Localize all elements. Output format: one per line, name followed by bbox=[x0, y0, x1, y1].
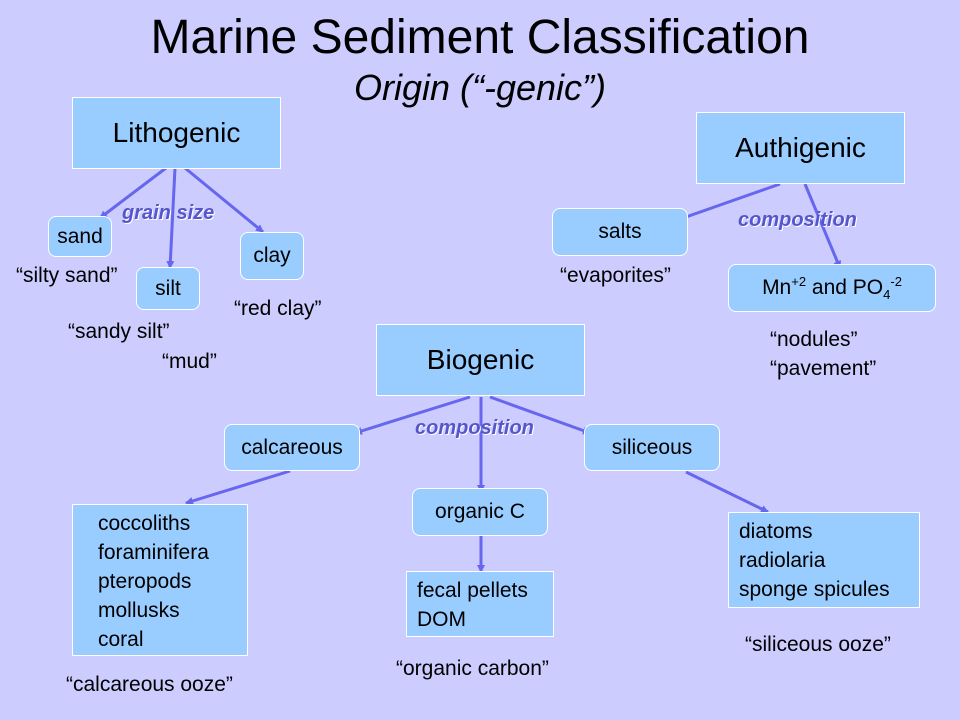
slide-title: Marine Sediment Classification bbox=[150, 11, 810, 64]
sand-box: sand bbox=[48, 216, 112, 257]
list-item: diatoms bbox=[739, 520, 813, 543]
silty-sand-note: “silty sand” bbox=[16, 264, 118, 287]
siliceous-box: siliceous bbox=[584, 424, 720, 471]
slide-subtitle: Origin (“-genic”) bbox=[353, 67, 607, 108]
list-item: DOM bbox=[417, 608, 466, 631]
arrow-sil-list bbox=[685, 470, 769, 514]
organic-list: fecal pellets DOM bbox=[406, 571, 554, 637]
biogenic-box: Biogenic bbox=[376, 324, 585, 396]
clay-box: clay bbox=[240, 232, 304, 280]
list-item: coral bbox=[98, 628, 144, 651]
sandy-silt-note: “sandy silt” bbox=[68, 320, 170, 343]
list-item: coccoliths bbox=[98, 512, 191, 535]
pavement-note: “pavement” bbox=[770, 357, 877, 380]
mud-note: “mud” bbox=[162, 350, 217, 373]
salts-box: salts bbox=[552, 208, 688, 256]
list-item: pteropods bbox=[98, 570, 192, 593]
arrow-litho-sand bbox=[99, 166, 167, 220]
list-item: mollusks bbox=[98, 599, 180, 622]
grain-size-label: grain size bbox=[122, 202, 215, 224]
evaporites-note: “evaporites” bbox=[560, 264, 671, 287]
biogenic-composition-label: composition bbox=[415, 417, 534, 439]
arrow-bio-sil bbox=[489, 395, 591, 435]
mn-po4-label: Mn+2 and PO4-2 bbox=[762, 273, 902, 303]
nodules-note: “nodules” bbox=[770, 328, 858, 351]
list-item: fecal pellets bbox=[417, 579, 528, 602]
siliceous-list: diatoms radiolaria sponge spicules bbox=[728, 512, 920, 608]
list-item: sponge spicules bbox=[739, 578, 890, 601]
list-item: foraminifera bbox=[98, 541, 209, 564]
calcareous-box: calcareous bbox=[224, 424, 360, 471]
arrow-calc-list bbox=[185, 469, 291, 505]
siliceous-ooze-note: “siliceous ooze” bbox=[745, 633, 891, 656]
red-clay-note: “red clay” bbox=[234, 297, 322, 320]
calcareous-list: coccoliths foraminifera pteropods mollus… bbox=[72, 504, 248, 656]
list-item: radiolaria bbox=[739, 549, 826, 572]
organic-carbon-note: “organic carbon” bbox=[396, 657, 549, 680]
lithogenic-box: Lithogenic bbox=[72, 97, 281, 169]
silt-box: silt bbox=[136, 267, 200, 310]
authigenic-composition-label: composition bbox=[738, 209, 857, 231]
mn-po4-box: Mn+2 and PO4-2 bbox=[728, 264, 936, 312]
calcareous-ooze-note: “calcareous ooze” bbox=[66, 673, 233, 696]
authigenic-box: Authigenic bbox=[696, 112, 905, 184]
organic-c-box: organic C bbox=[412, 488, 548, 536]
arrow-litho-clay bbox=[184, 166, 264, 234]
arrow-auth-mn bbox=[803, 183, 842, 269]
arrow-bio-calc bbox=[354, 395, 471, 435]
arrow-litho-silt bbox=[166, 167, 177, 269]
